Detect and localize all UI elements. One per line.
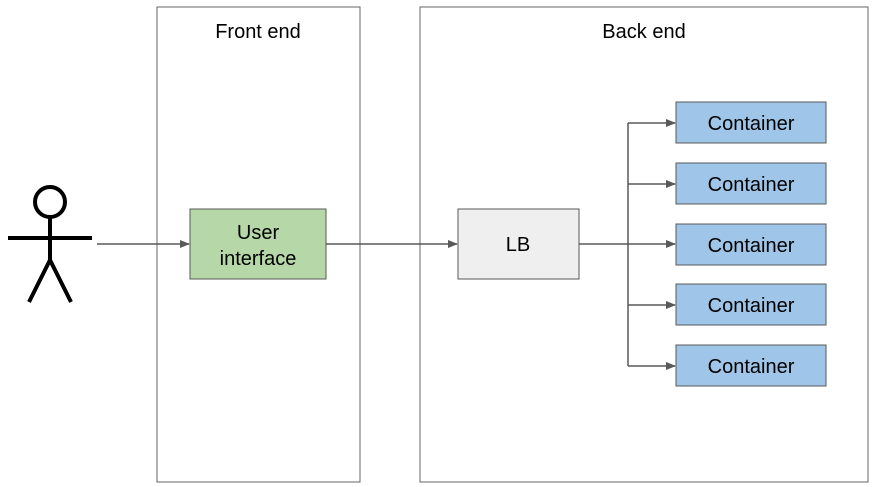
user-actor-icon	[8, 185, 92, 303]
container-node-1[interactable]: Container	[675, 101, 827, 144]
lb-fanout-connectors	[579, 123, 629, 366]
container-node-5[interactable]: Container	[675, 344, 827, 387]
user-interface-label-line2: interface	[220, 248, 297, 270]
container-node-2[interactable]: Container	[675, 162, 827, 205]
load-balancer-node[interactable]: LB	[457, 208, 580, 280]
container-label: Container	[708, 235, 795, 257]
user-interface-node[interactable]: User interface	[189, 208, 327, 280]
container-node-4[interactable]: Container	[675, 283, 827, 326]
front-end-label: Front end	[215, 21, 301, 43]
container-label: Container	[708, 356, 795, 378]
load-balancer-label: LB	[506, 234, 530, 256]
container-node-3[interactable]: Container	[675, 223, 827, 266]
back-end-label: Back end	[602, 21, 685, 43]
user-interface-label-line1: User	[237, 222, 280, 244]
container-label: Container	[708, 113, 795, 135]
container-label: Container	[708, 174, 795, 196]
container-label: Container	[708, 295, 795, 317]
